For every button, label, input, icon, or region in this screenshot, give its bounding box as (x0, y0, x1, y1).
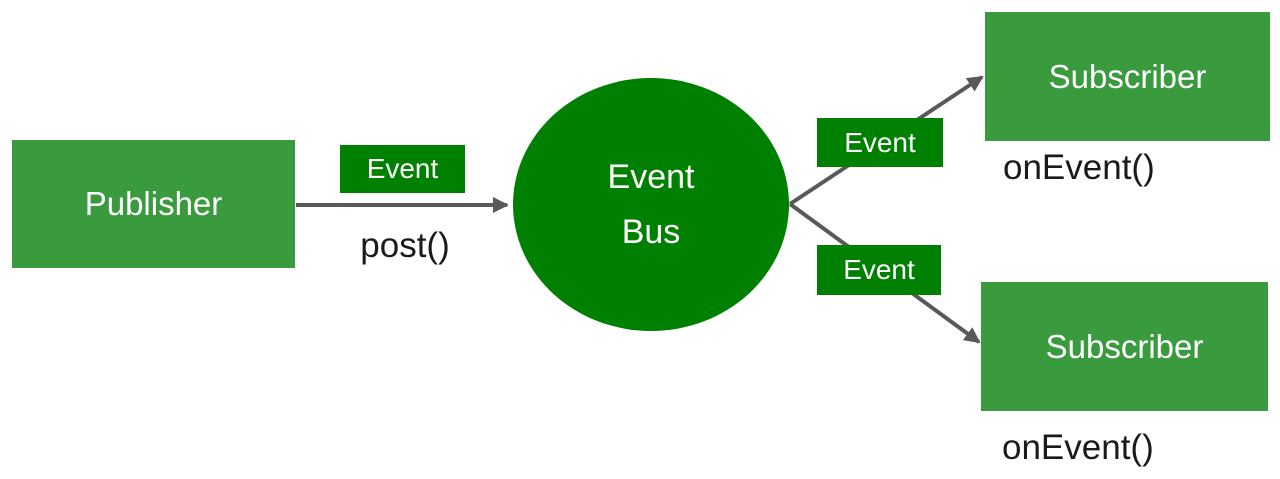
event-bus-label-line2: Bus (621, 212, 681, 251)
event-bus-label-line1: Event (607, 157, 695, 196)
publisher-node: Publisher (12, 140, 295, 268)
event-label-bus-to-subscriber-top: Event (817, 118, 943, 167)
post-method-label: post() (360, 226, 450, 265)
event-label-text: Event (366, 153, 439, 184)
event-label-bus-to-subscriber-bottom: Event (817, 245, 941, 295)
subscriber-label: Subscriber (1045, 327, 1204, 365)
event-label-text: Event (844, 126, 916, 158)
onevent-method-label-bottom: onEvent() (1002, 428, 1154, 467)
subscriber-label: Subscriber (1048, 57, 1207, 95)
event-label-publisher-to-bus: Event (340, 145, 465, 193)
subscriber-bottom-node: Subscriber (981, 282, 1268, 411)
event-label-text: Event (843, 254, 915, 285)
subscriber-top-node: Subscriber (985, 12, 1270, 141)
event-bus-node: Event Bus (513, 78, 789, 331)
publisher-label: Publisher (84, 185, 223, 222)
onevent-method-label-top: onEvent() (1003, 148, 1155, 187)
